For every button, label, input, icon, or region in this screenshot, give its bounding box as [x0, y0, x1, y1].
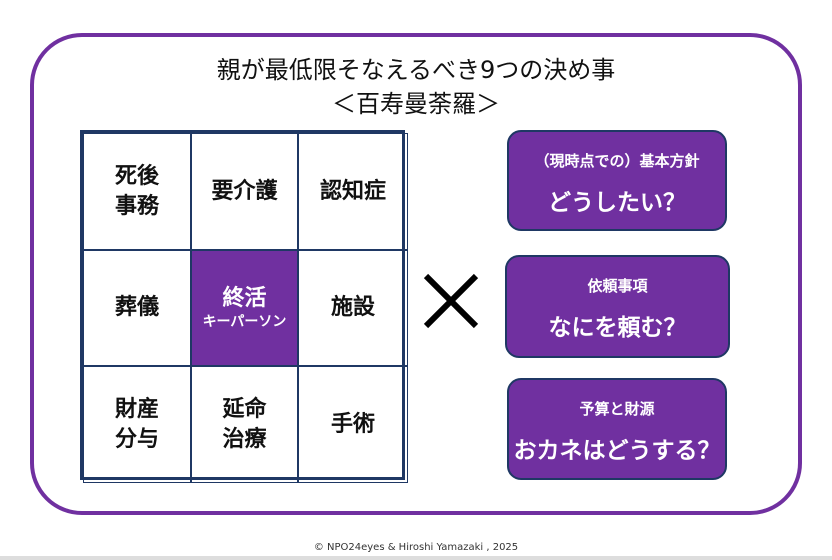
box-budget: 予算と財源おカネはどうする？: [507, 378, 727, 480]
cell-7: 財産 分与: [83, 366, 191, 483]
title-line-1: 親が最低限そなえるべき9つの決め事: [216, 56, 616, 84]
mandala-grid: 死後 事務 要介護 認知症 葬儀 終活キーパーソン 施設 財産 分与 延命 治療…: [80, 130, 408, 483]
box-requests: 依頼事項なにを頼む？: [505, 255, 730, 358]
cell-center: 終活キーパーソン: [191, 250, 298, 366]
cell-4: 葬儀: [83, 250, 191, 366]
box-policy: （現時点での）基本方針どうしたい？: [507, 130, 727, 231]
cell-3: 認知症: [298, 133, 408, 250]
copyright-footer: © NPO24eyes & Hiroshi Yamazaki , 2025: [313, 542, 519, 553]
cell-6: 施設: [298, 250, 408, 366]
bottom-divider: [0, 556, 832, 560]
cross-icon: [423, 273, 479, 329]
cell-8: 延命 治療: [191, 366, 298, 483]
cell-2: 要介護: [191, 133, 298, 250]
rounded-frame: [30, 33, 802, 515]
cell-9: 手術: [298, 366, 408, 483]
cell-1: 死後 事務: [83, 133, 191, 250]
title-line-2: ＜百寿曼荼羅＞: [332, 90, 500, 118]
